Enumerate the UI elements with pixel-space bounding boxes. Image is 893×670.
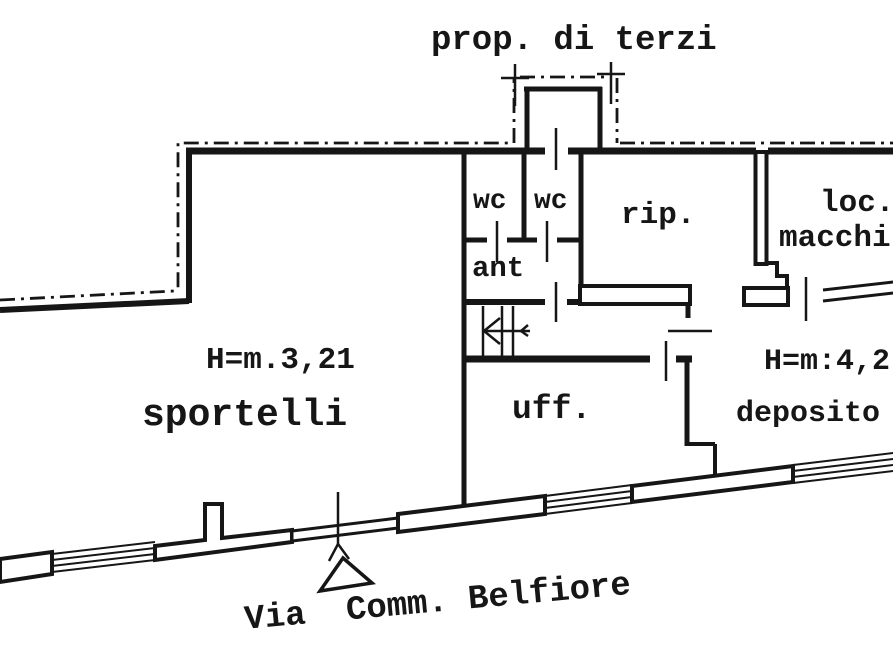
- label-machine-room-line1: loc.: [820, 186, 893, 221]
- survey-cross-icon: [501, 62, 625, 106]
- label-anteroom: ant: [472, 252, 525, 285]
- label-counters-hall: sportelli: [142, 394, 348, 437]
- walls: [0, 86, 893, 514]
- stairs-arrow-icon: [481, 306, 530, 356]
- door-ticks: [495, 128, 808, 381]
- boundary-line: [0, 75, 893, 302]
- window-hatching: [51, 452, 893, 573]
- label-wc-left: wc: [473, 186, 507, 217]
- label-height-right: H=m:4,2: [764, 345, 891, 379]
- street-facade: [0, 463, 795, 585]
- label-height-left: H=m.3,21: [206, 343, 355, 378]
- label-storage-room: rip.: [621, 198, 696, 233]
- label-deposit: deposito: [736, 397, 881, 431]
- entrance-marker-icon: [316, 492, 377, 594]
- label-office: uff.: [512, 391, 592, 428]
- label-neighbor-property: prop. di terzi: [431, 22, 717, 60]
- label-wc-right: wc: [534, 186, 568, 217]
- label-machine-room-line2: macchi: [779, 221, 891, 256]
